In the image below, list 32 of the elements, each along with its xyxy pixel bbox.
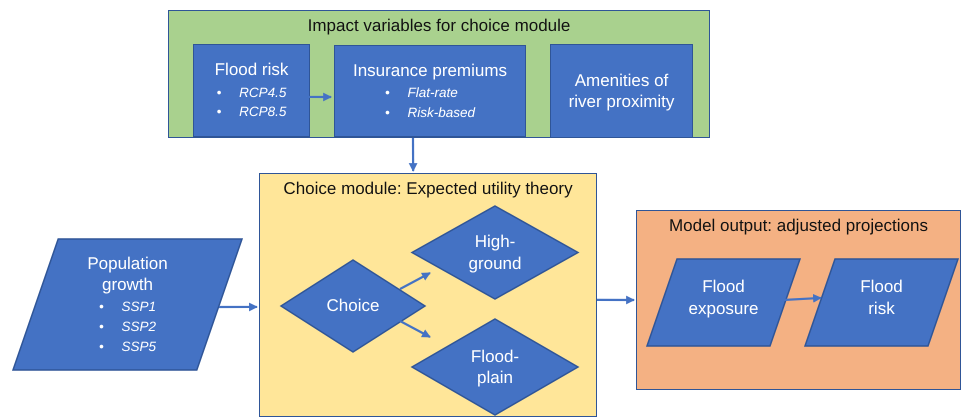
node-label: Flood-plain [470, 346, 520, 388]
node-label: Flood risk [859, 276, 904, 319]
process-box [550, 44, 693, 138]
node-label: Flood exposure [688, 276, 760, 319]
output-panel [636, 210, 961, 390]
arrow [782, 294, 822, 303]
process-box [193, 44, 310, 137]
node-label: Choice [326, 295, 380, 317]
bullet-item: • SSP1 [99, 298, 156, 316]
node-label: High-ground [468, 231, 522, 274]
panel-title: Choice module: Expected utility theory [283, 178, 573, 200]
module-panel [168, 10, 710, 138]
panel-title: Model output: adjusted projections [669, 215, 928, 236]
node-label: Flood risk [214, 59, 288, 81]
node-label: Insurance premiums [352, 60, 507, 82]
bullet-item: • SSP5 [99, 338, 156, 356]
bullet-item: • SSP2 [99, 318, 156, 336]
arrow [309, 92, 332, 102]
arrow [400, 320, 431, 338]
node-label: Amenities of river proximity [568, 70, 676, 112]
bullet-item: • Risk-based [384, 104, 475, 122]
arrow [597, 296, 635, 304]
arrow [408, 138, 418, 172]
arrow [400, 272, 431, 290]
process-box [334, 45, 526, 137]
bullet-item: • Flat-rate [384, 84, 458, 102]
bullet-item: • RCP4.5 [216, 84, 286, 102]
arrow [218, 302, 258, 312]
node-label: Population growth [86, 252, 169, 296]
bullet-item: • RCP8.5 [216, 103, 286, 122]
module-panel [259, 173, 597, 417]
panel-title: Impact variables for choice module [308, 15, 570, 36]
